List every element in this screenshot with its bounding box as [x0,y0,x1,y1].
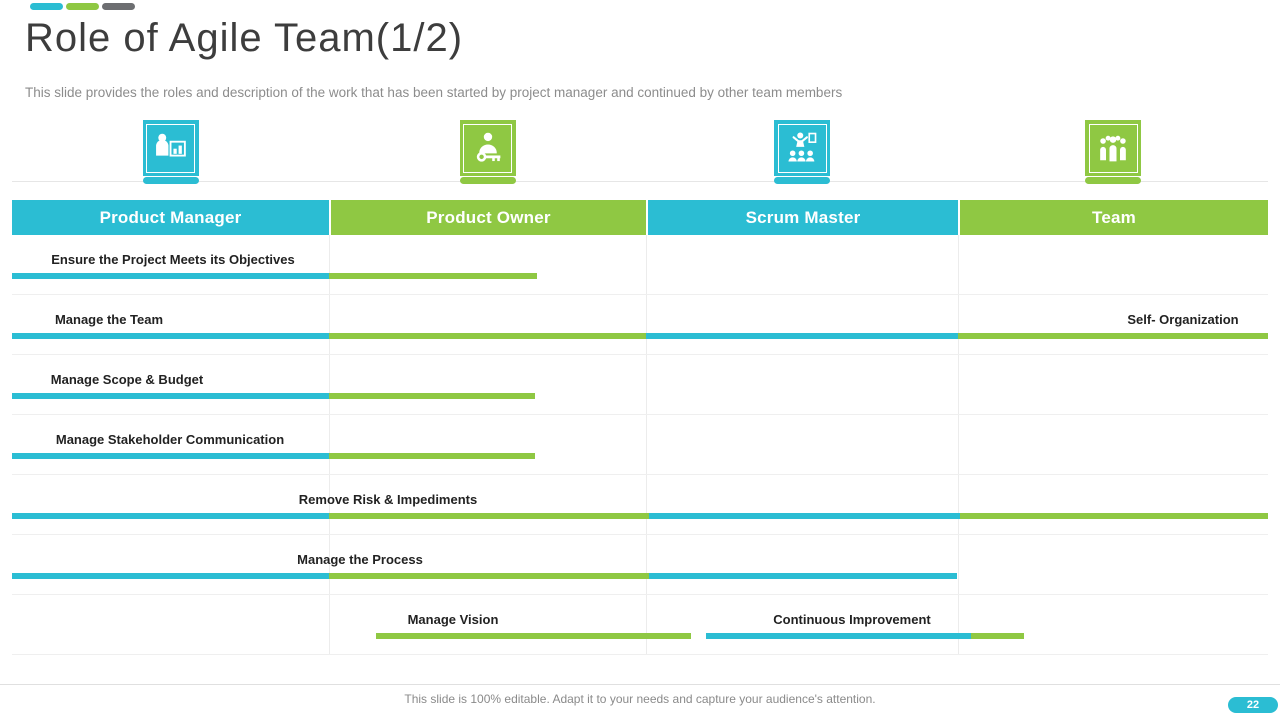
responsibility-bar-green [329,333,646,339]
page-subtitle: This slide provides the roles and descri… [25,85,843,100]
column-divider [329,235,330,655]
responsibility-label: Continuous Improvement [773,612,931,627]
accent-dash-green [66,3,99,10]
icon-inner-frame [1088,123,1138,173]
presenter-board-icon [788,132,817,162]
responsibility-bar-green [960,513,1268,519]
responsibility-bar-green [329,393,535,399]
responsibility-bar-teal [12,393,329,399]
column-header-team: Team [958,200,1268,235]
responsibility-bar-teal [12,273,329,279]
person-chart-icon [155,133,186,157]
accent-dash-gray [102,3,135,10]
responsibility-bar-teal [649,513,960,519]
responsibility-label: Manage Vision [407,612,499,627]
responsibility-label: Manage Stakeholder Communication [55,432,285,447]
role-icon-group-product-owner [459,120,516,184]
role-icon-group-team [1085,120,1141,184]
page-title: Role of Agile Team(1/2) [25,16,464,60]
responsibility-label: Remove Risk & Impediments [298,492,478,507]
column-divider [646,235,647,655]
responsibility-label: Ensure the Project Meets its Objectives [51,252,295,267]
responsibility-label: Manage the Team [54,312,164,327]
table-row: Ensure the Project Meets its Objectives [12,235,1268,295]
icon-underline-bar [1085,177,1141,184]
responsibility-label: Manage the Process [297,552,423,567]
responsibility-bar-teal [706,633,971,639]
role-icon-square [142,120,199,176]
responsibility-bar-teal [12,513,329,519]
role-icon-group-product-manager [142,120,199,184]
icon-inner-frame [146,123,195,173]
responsibility-bar-green [329,513,649,519]
responsibility-bar-green [958,333,1268,339]
responsibility-label: Self- Organization [1127,312,1239,327]
responsibility-label: Manage Scope & Budget [50,372,204,387]
icon-underline-bar [774,177,830,184]
responsibility-bar-green [329,573,649,579]
responsibility-bar-teal [12,453,329,459]
footer-divider-line [0,684,1280,685]
responsibility-bar-teal [649,573,957,579]
table-row: Manage the Team Self- Organization [12,295,1268,355]
icons-divider-line [12,181,1268,182]
team-people-icon [1100,135,1126,162]
column-header-product-owner: Product Owner [329,200,646,235]
column-divider [958,235,959,655]
table-row: Manage the Process [12,535,1268,595]
column-header-scrum-master: Scrum Master [646,200,958,235]
footer-note: This slide is 100% editable. Adapt it to… [404,692,876,706]
icon-inner-frame [777,123,827,173]
table-row: Manage Stakeholder Communication [12,415,1268,475]
accent-dashes [30,3,135,10]
responsibility-bar-teal [12,573,329,579]
table-row: Manage Vision Continuous Improvement [12,595,1268,655]
responsibility-bar-green [329,453,535,459]
icon-underline-bar [142,177,199,184]
responsibility-bar-teal [12,333,329,339]
accent-dash-teal [30,3,63,10]
role-icon-square [774,120,830,176]
person-key-icon [476,132,500,162]
role-icon-group-scrum-master [774,120,830,184]
page-number-badge: 22 [1228,697,1278,713]
responsibility-bar-green [971,633,1024,639]
column-header-product-manager: Product Manager [12,200,329,235]
responsibility-bar-green [376,633,691,639]
icon-underline-bar [459,177,516,184]
table-row: Remove Risk & Impediments [12,475,1268,535]
responsibility-bar-teal [646,333,958,339]
table-row: Manage Scope & Budget [12,355,1268,415]
role-icon-square [1085,120,1141,176]
responsibility-bar-green [329,273,537,279]
icon-inner-frame [463,123,512,173]
role-icon-square [459,120,516,176]
